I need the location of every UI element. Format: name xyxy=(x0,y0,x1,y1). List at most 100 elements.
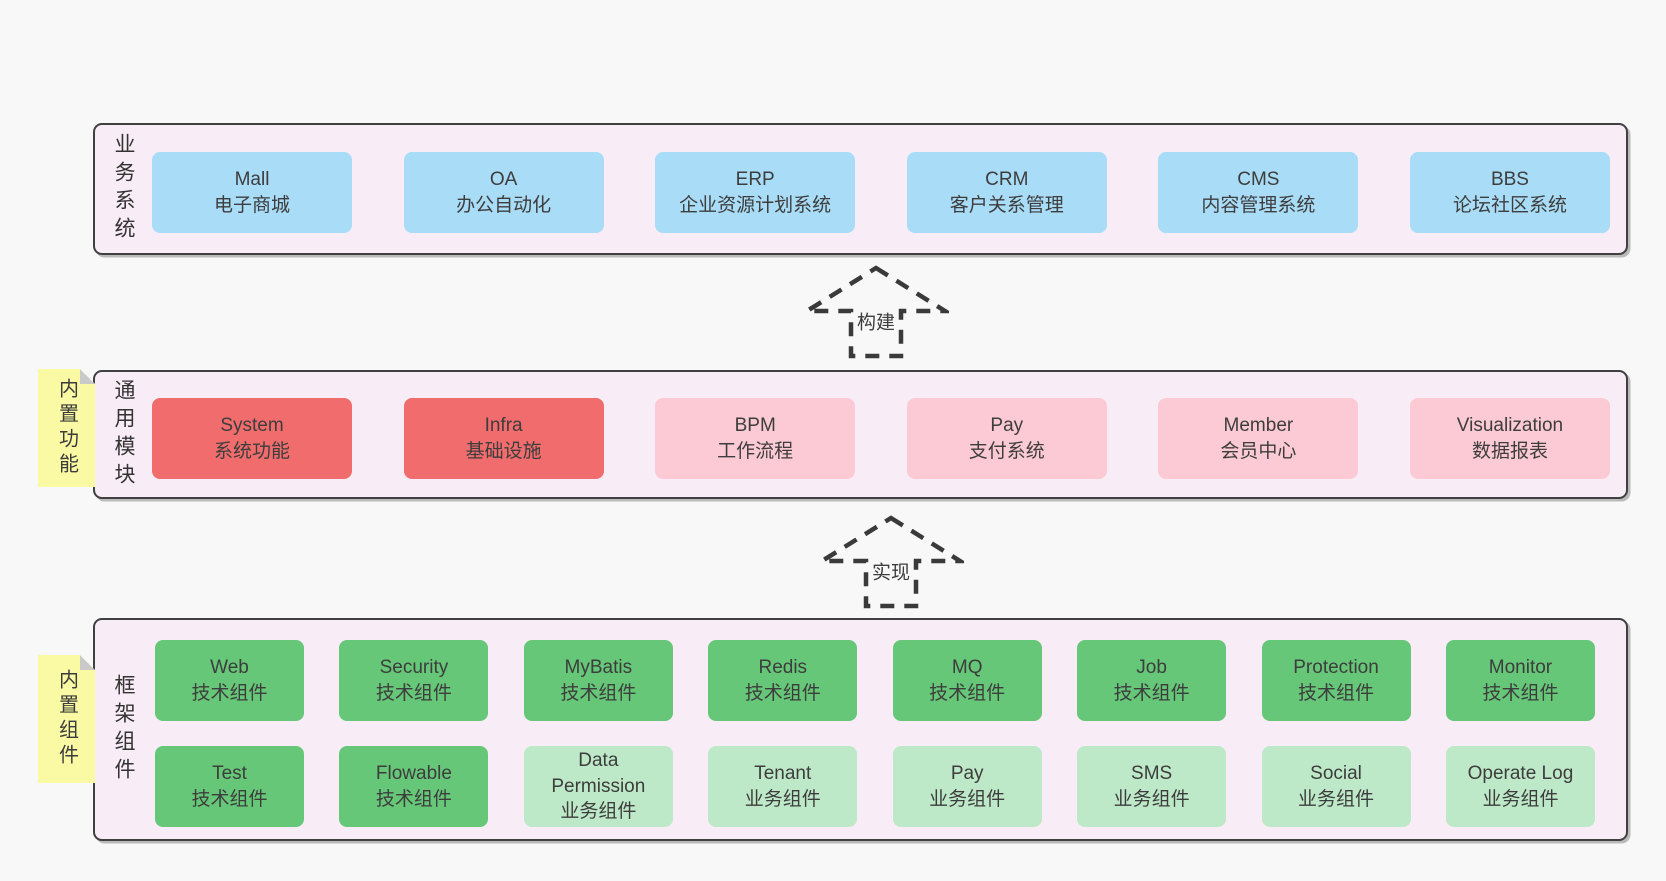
box-web: Web 技术组件 xyxy=(155,640,304,721)
box-title: BBS xyxy=(1490,168,1529,190)
box-monitor: Monitor 技术组件 xyxy=(1445,640,1595,721)
box-title: System xyxy=(220,414,284,436)
layer-common-modules: 通用模块 System 系统功能 Infra 基础设施 BPM 工作流程 Pay… xyxy=(93,370,1628,499)
box-subtitle: 业务组件 xyxy=(1113,788,1190,810)
box-subtitle: 办公自动化 xyxy=(456,194,552,216)
box-redis: Redis 技术组件 xyxy=(708,640,858,721)
box-subtitle: 内容管理系统 xyxy=(1201,194,1316,216)
box-mybatis: MyBatis 技术组件 xyxy=(523,640,673,721)
module-box-row: System 系统功能 Infra 基础设施 BPM 工作流程 Pay 支付系统… xyxy=(152,398,1610,479)
box-title: Redis xyxy=(758,656,808,678)
box-subtitle: 数据报表 xyxy=(1471,440,1548,462)
tag-built-in-features: 内置功能 xyxy=(38,369,95,487)
box-title: Operate Log xyxy=(1467,762,1574,784)
box-title: OA xyxy=(489,168,518,190)
box-subtitle: 业务组件 xyxy=(744,788,821,810)
box-pay: Pay 支付系统 xyxy=(906,398,1107,479)
box-subtitle: 支付系统 xyxy=(968,440,1045,462)
box-subtitle: 业务组件 xyxy=(1298,788,1375,810)
box-subtitle: 技术组件 xyxy=(1113,682,1190,704)
layer-business-systems: 业务系统 Mall 电子商城 OA 办公自动化 ERP 企业资源计划系统 CRM… xyxy=(93,123,1628,255)
box-subtitle: 会员中心 xyxy=(1220,440,1297,462)
box-infra: Infra 基础设施 xyxy=(403,398,604,479)
layer-label-text: 框架组件 xyxy=(112,673,135,786)
layer-label-text: 业务系统 xyxy=(112,133,135,245)
box-subtitle: 技术组件 xyxy=(560,682,637,704)
framework-box-row-2: Test 技术组件 Flowable 技术组件 Data Permission … xyxy=(155,746,1595,827)
box-job: Job 技术组件 xyxy=(1077,640,1227,721)
box-subtitle: 客户关系管理 xyxy=(949,194,1064,216)
box-subtitle: 技术组件 xyxy=(375,682,452,704)
box-title: Social xyxy=(1310,762,1362,784)
box-cms: CMS 内容管理系统 xyxy=(1158,152,1359,233)
box-title: Test xyxy=(212,762,247,784)
box-subtitle: 技术组件 xyxy=(375,788,452,810)
box-title: Flowable xyxy=(375,762,452,784)
layer-label-business: 业务系统 xyxy=(95,125,152,253)
box-subtitle: 业务组件 xyxy=(560,801,637,823)
layer-framework-components: 框架组件 Web 技术组件 Security 技术组件 MyBatis 技术组件… xyxy=(93,618,1628,841)
box-subtitle: 技术组件 xyxy=(744,682,821,704)
arrow-label: 实现 xyxy=(868,556,914,586)
box-subtitle: 技术组件 xyxy=(1298,682,1375,704)
box-test: Test 技术组件 xyxy=(155,746,304,827)
layer-label-framework: 框架组件 xyxy=(95,620,152,839)
business-box-row: Mall 电子商城 OA 办公自动化 ERP 企业资源计划系统 CRM 客户关系… xyxy=(152,152,1610,233)
box-subtitle: 系统功能 xyxy=(213,440,290,462)
box-mall: Mall 电子商城 xyxy=(152,152,352,233)
box-subtitle: 技术组件 xyxy=(1482,682,1559,704)
layer-label-text: 通用模块 xyxy=(112,378,135,491)
box-operate-log: Operate Log 业务组件 xyxy=(1445,746,1595,827)
box-tenant: Tenant 业务组件 xyxy=(708,746,858,827)
layer-label-modules: 通用模块 xyxy=(95,372,152,497)
box-subtitle: 业务组件 xyxy=(929,788,1006,810)
box-title: SMS xyxy=(1131,762,1173,784)
box-title: Visualization xyxy=(1456,414,1564,436)
box-flowable: Flowable 技术组件 xyxy=(339,746,489,827)
box-title: Security xyxy=(379,656,449,678)
box-security: Security 技术组件 xyxy=(339,640,489,721)
box-subtitle: 电子商城 xyxy=(213,194,290,216)
box-erp: ERP 企业资源计划系统 xyxy=(655,152,856,233)
box-subtitle: 技术组件 xyxy=(929,682,1006,704)
box-title: ERP xyxy=(735,168,775,190)
implement-arrow: 实现 xyxy=(818,514,964,610)
box-title: Pay xyxy=(950,762,984,784)
box-data-permission: Data Permission 业务组件 xyxy=(523,746,673,827)
box-visualization: Visualization 数据报表 xyxy=(1409,398,1610,479)
box-title: Tenant xyxy=(754,762,812,784)
box-title: BPM xyxy=(734,414,776,436)
build-arrow: 构建 xyxy=(803,264,949,360)
box-bpm: BPM 工作流程 xyxy=(655,398,856,479)
box-crm: CRM 客户关系管理 xyxy=(906,152,1107,233)
box-pay-biz: Pay 业务组件 xyxy=(892,746,1042,827)
box-subtitle: 论坛社区系统 xyxy=(1452,194,1567,216)
box-title: Pay xyxy=(990,414,1024,436)
box-subtitle: 企业资源计划系统 xyxy=(679,194,832,216)
box-title: Job xyxy=(1136,656,1167,678)
box-title: MQ xyxy=(951,656,983,678)
box-title: Web xyxy=(210,656,249,678)
box-title: CRM xyxy=(985,168,1029,190)
box-subtitle: 工作流程 xyxy=(717,440,794,462)
arrow-label: 构建 xyxy=(853,306,899,336)
box-member: Member 会员中心 xyxy=(1158,398,1359,479)
box-subtitle: 技术组件 xyxy=(191,682,268,704)
box-title: Member xyxy=(1223,414,1294,436)
tag-built-in-components: 内置组件 xyxy=(38,655,95,783)
box-mq: MQ 技术组件 xyxy=(892,640,1042,721)
box-subtitle: 基础设施 xyxy=(465,440,542,462)
box-social: Social 业务组件 xyxy=(1261,746,1411,827)
box-oa: OA 办公自动化 xyxy=(403,152,604,233)
box-title: Protection xyxy=(1293,656,1379,678)
box-title: MyBatis xyxy=(564,656,633,678)
box-sms: SMS 业务组件 xyxy=(1077,746,1227,827)
tag-label: 内置功能 xyxy=(55,378,78,478)
box-title: Monitor xyxy=(1488,656,1553,678)
box-subtitle: 技术组件 xyxy=(191,788,268,810)
box-title: CMS xyxy=(1237,168,1280,190)
framework-box-row-1: Web 技术组件 Security 技术组件 MyBatis 技术组件 Redi… xyxy=(155,640,1595,721)
box-title: Mall xyxy=(234,168,270,190)
box-system: System 系统功能 xyxy=(152,398,352,479)
